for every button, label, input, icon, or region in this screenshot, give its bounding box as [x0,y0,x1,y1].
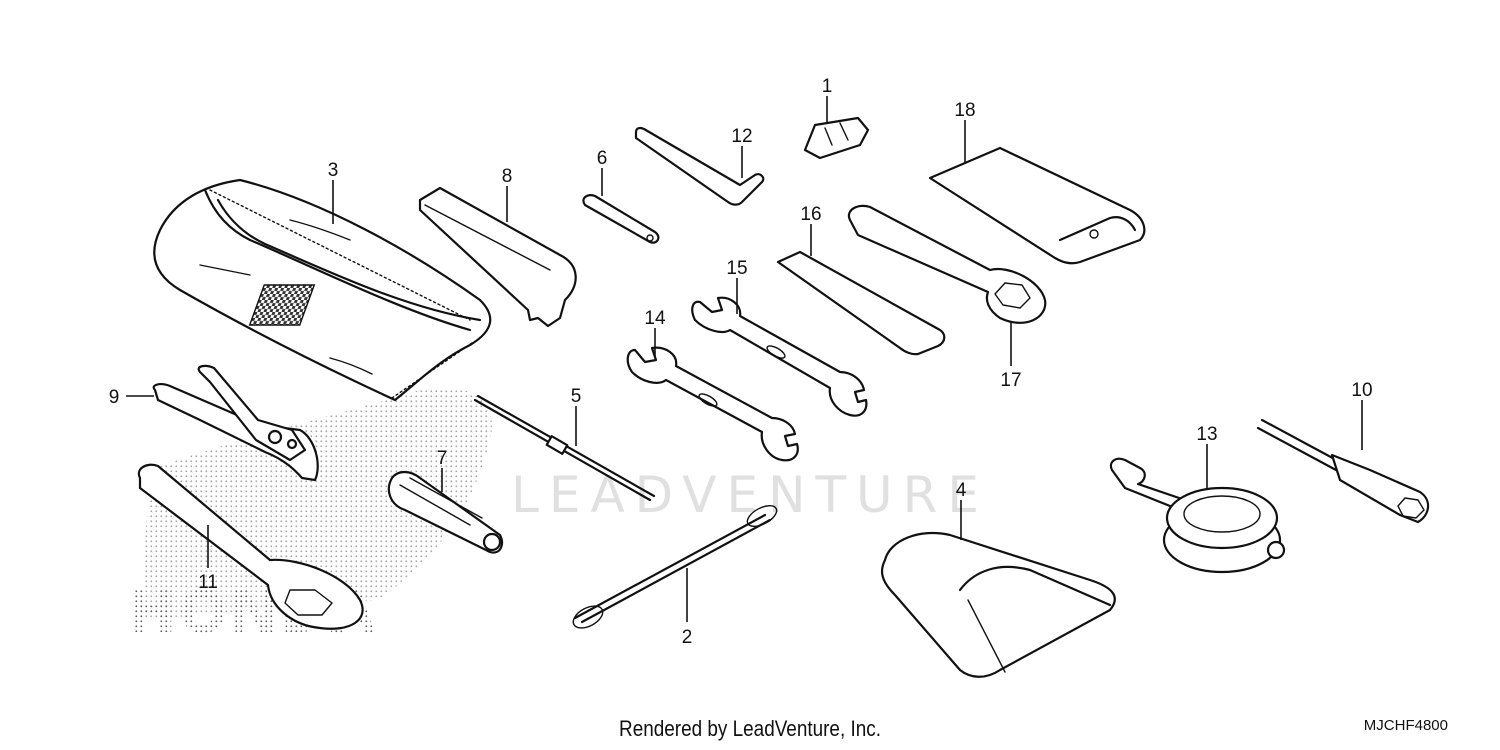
part-5-screwdriver-shaft [473,394,656,502]
callout-11: 11 [198,572,218,593]
part-3-tool-bag [153,178,492,402]
callout-17: 17 [1000,370,1021,391]
diagram-code: MJCHF4800 [1363,717,1448,734]
part-11-box-spanner [137,463,364,630]
brand-watermark: HONDA [128,387,492,646]
part-13-lug-wrench [1109,457,1286,574]
callout-numbers: 1 2 3 4 5 6 7 8 9 10 11 12 13 14 15 16 1… [109,76,1373,648]
callout-2: 2 [682,627,693,648]
callout-13: 13 [1196,424,1217,445]
part-17-box-wrench [847,204,1047,324]
callout-3: 3 [328,160,339,181]
part-10-socket-wrench [1256,418,1430,524]
part-12-hex-key [634,126,765,206]
part-2-strap [572,504,778,629]
callout-6: 6 [597,148,608,169]
callout-12: 12 [731,126,752,147]
part-6-feeler-gauge [582,194,660,244]
callout-7: 7 [437,448,448,469]
part-9-pliers [152,364,319,482]
rendered-by-credit: Rendered by LeadVenture, Inc. [619,716,881,741]
part-14-open-wrench [626,346,799,462]
callout-14: 14 [644,308,666,329]
callout-1: 1 [822,76,833,97]
callout-16: 16 [800,204,821,225]
callout-8: 8 [502,166,513,187]
part-7-screwdriver-handle [387,470,504,554]
callout-4: 4 [956,480,967,501]
part-8-bracket [418,186,577,328]
callout-9: 9 [109,387,120,408]
callout-15: 15 [726,258,747,279]
part-4-soft-pouch [880,531,1116,678]
part-1-socket [803,116,870,160]
callout-5: 5 [571,386,582,407]
part-15-open-wrench [691,296,868,417]
watermark-text: LEADVENTURE [511,466,989,524]
callout-18: 18 [954,100,975,121]
part-18-pouch [928,146,1146,265]
leader-lines [126,96,1363,622]
callout-10: 10 [1351,380,1372,401]
part-16-flat-bar [776,250,946,356]
